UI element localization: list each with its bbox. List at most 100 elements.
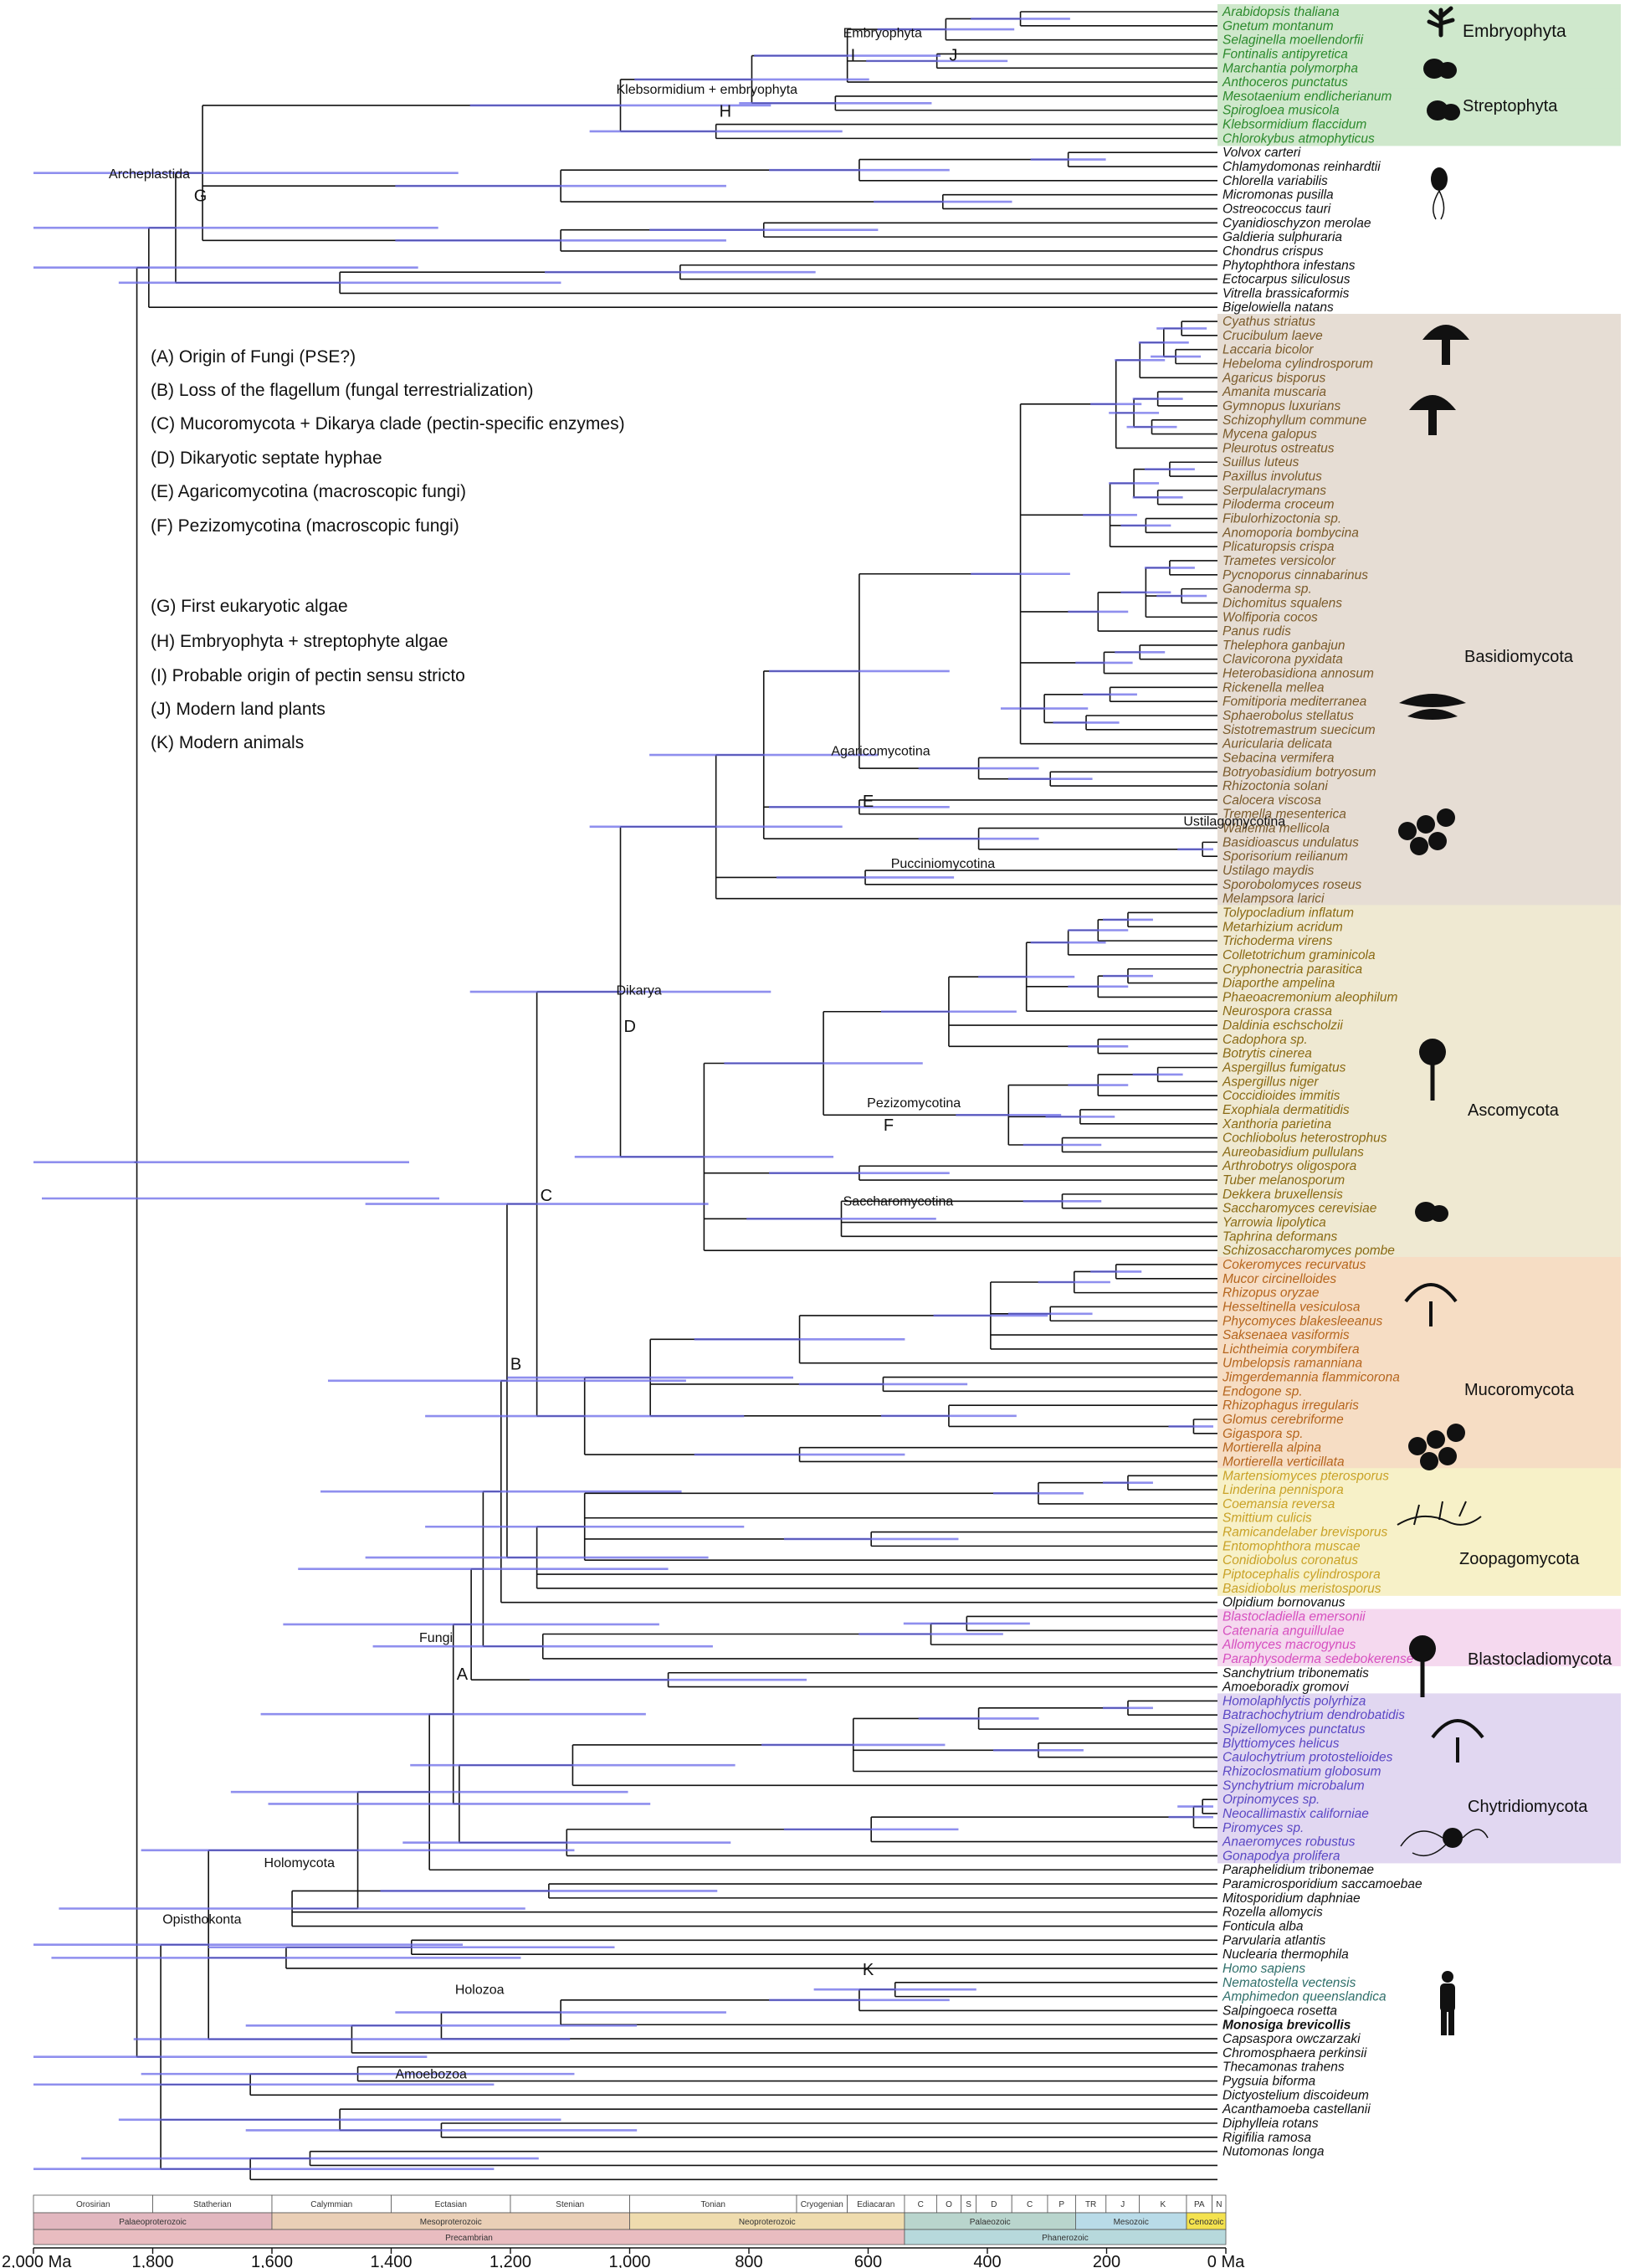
- leaf-label: Pycnoporus cinnabarinus: [1222, 568, 1368, 582]
- period-label: N: [1216, 2200, 1222, 2209]
- era-label: Palaeoproterozoic: [119, 2218, 187, 2227]
- leaf-label: Homolaphlyctis polyrhiza: [1222, 1694, 1366, 1708]
- leaf-label: Sporobolomyces roseus: [1222, 878, 1362, 892]
- clade-label: Dikarya: [617, 983, 662, 998]
- leaf-label: Trichoderma virens: [1222, 934, 1333, 948]
- leaf-label: Olpidium bornovanus: [1222, 1596, 1346, 1610]
- spores-silhouette-icon: [1408, 1424, 1465, 1470]
- group-band: [1217, 88, 1621, 146]
- leaf-label: Paxillus involutus: [1222, 470, 1322, 484]
- confidence-intervals: [33, 18, 1213, 2170]
- group-label-embryophyta: Embryophyta: [1463, 22, 1566, 41]
- node-letter: C: [541, 1187, 552, 1205]
- period-label: S: [966, 2200, 971, 2209]
- leaf-label: Phytophthora infestans: [1222, 259, 1356, 273]
- tree-silhouette-icon: [1419, 1039, 1446, 1101]
- leaf-label: Paramicrosporidium saccamoebae: [1222, 1877, 1422, 1891]
- era-label: Palaeozoic: [970, 2218, 1011, 2227]
- leaf-label: Blyttiomyces helicus: [1222, 1737, 1340, 1751]
- leaf-label: Smittium culicis: [1222, 1511, 1312, 1526]
- node-letter: F: [884, 1116, 894, 1135]
- time-axis-tick-label: 600: [854, 2253, 882, 2268]
- leaf-label: Paraphelidium tribonemae: [1222, 1863, 1374, 1877]
- node-letter: E: [863, 793, 874, 811]
- legend-item-e: (E) Agaricomycotina (macroscopic fungi): [151, 482, 466, 501]
- leaf-label: Arabidopsis thaliana: [1222, 5, 1340, 19]
- leaf-label: Metarhizium acridum: [1222, 920, 1343, 934]
- sprout-silhouette-icon: [1404, 1283, 1458, 1326]
- leaf-label: Parvularia atlantis: [1222, 1933, 1325, 1947]
- clade-label: Ustilagomycotina: [1183, 815, 1285, 829]
- leaf-label: Fontinalis antipyretica: [1222, 47, 1348, 61]
- group-label-ascomycota: Ascomycota: [1468, 1101, 1559, 1120]
- leaf-label: Schizophyllum commune: [1222, 413, 1367, 428]
- leaf-label: Paraphysoderma sedebokerense: [1222, 1652, 1414, 1666]
- legend-item-b: (B) Loss of the flagellum (fungal terres…: [151, 381, 534, 400]
- leaf-label: Hesseltinella vesiculosa: [1222, 1300, 1361, 1314]
- leaf-label: Diaporthe ampelina: [1222, 977, 1335, 991]
- clade-label: Fungi: [419, 1631, 453, 1645]
- leaf-label: Cryphonectria parasitica: [1222, 962, 1363, 977]
- leaf-label: Amanita muscaria: [1222, 385, 1326, 399]
- leaf-label: Monosiga brevicollis: [1222, 2018, 1351, 2032]
- leaf-label: Botryobasidium botryosum: [1222, 765, 1376, 779]
- leaf-label: Sanchytrium tribonematis: [1222, 1666, 1369, 1680]
- time-axis-tick-label: 2,000 Ma: [2, 2253, 72, 2268]
- period-label: Stenian: [556, 2200, 584, 2209]
- era-label: Neoproterozoic: [739, 2218, 796, 2227]
- clade-label: Pezizomycotina: [867, 1096, 961, 1111]
- leaf-label: Vitrella brassicaformis: [1222, 286, 1350, 300]
- leaf-label: Diphylleia rotans: [1222, 2117, 1319, 2131]
- leaf-label: Schizosaccharomyces pombe: [1222, 1244, 1395, 1258]
- leaf-label: Marchantia polymorpha: [1222, 61, 1358, 75]
- time-axis-tick-label: 1,400: [370, 2253, 412, 2268]
- blob-silhouette-icon: [1427, 100, 1460, 121]
- leaf-label: Rigifilia ramosa: [1222, 2131, 1311, 2145]
- leaf-label: Yarrowia lipolytica: [1222, 1216, 1326, 1230]
- leaf-label: Orpinomyces sp.: [1222, 1793, 1320, 1807]
- leaf-label: Pleurotus ostreatus: [1222, 441, 1335, 455]
- group-label-mucoromycota: Mucoromycota: [1464, 1381, 1575, 1399]
- leaf-label: Botrytis cinerea: [1222, 1047, 1312, 1061]
- leaf-label: Synchytrium microbalum: [1222, 1778, 1365, 1793]
- leaf-label: Klebsormidium flaccidum: [1222, 118, 1366, 132]
- leaf-label: Calocera viscosa: [1222, 793, 1321, 808]
- clade-label: Holozoa: [455, 1983, 505, 1998]
- leaf-label: Mortierella verticillata: [1222, 1455, 1345, 1469]
- leaf-label: Cyanidioschyzon merolae: [1222, 216, 1371, 230]
- sprout-silhouette-icon: [1431, 1719, 1484, 1763]
- period-label: O: [946, 2200, 952, 2209]
- leaf-label: Umbelopsis ramanniana: [1222, 1357, 1363, 1371]
- leaf-label: Nematostella vectensis: [1222, 1976, 1356, 1990]
- node-letter: I: [851, 46, 856, 64]
- mushroom-silhouette-icon: [1422, 325, 1469, 365]
- leaf-label: Cokeromyces recurvatus: [1222, 1258, 1366, 1272]
- leaf-label: Neocallimastix californiae: [1222, 1807, 1369, 1821]
- leaf-label: Exophiala dermatitidis: [1222, 1103, 1350, 1117]
- leaf-label: Daldinia eschscholzii: [1222, 1019, 1343, 1033]
- blob-silhouette-icon: [1415, 1202, 1448, 1222]
- group-label-basidiomycota: Basidiomycota: [1464, 648, 1574, 666]
- time-axis-tick-label: 1,800: [131, 2253, 173, 2268]
- clade-label: Pucciniomycotina: [891, 857, 996, 871]
- leaf-label: Tremella mesenterica: [1222, 808, 1346, 822]
- time-axis-tick-label: 400: [973, 2253, 1001, 2268]
- leaf-label: Panus rudis: [1222, 624, 1291, 639]
- leaf-label: Micromonas pusilla: [1222, 188, 1334, 203]
- leaf-label: Dichomitus squalens: [1222, 596, 1342, 610]
- leaf-label: Nutomonas longa: [1222, 2145, 1325, 2159]
- clade-label: Agaricomycotina: [831, 744, 930, 758]
- organism-silhouettes: [1397, 6, 1489, 2035]
- leaf-label: Rhizoctonia solani: [1222, 779, 1328, 793]
- leaf-label: Serpulalacrymans: [1222, 484, 1326, 498]
- spores-silhouette-icon: [1398, 808, 1455, 855]
- leaf-label: Basidioascus undulatus: [1222, 835, 1359, 849]
- period-label: Ectasian: [435, 2200, 467, 2209]
- leaf-label: Auricularia delicata: [1222, 737, 1332, 752]
- group-label-streptophyta: Streptophyta: [1463, 97, 1558, 115]
- period-label: Tonian: [701, 2200, 725, 2209]
- leaf-label: Glomus cerebriforme: [1222, 1413, 1344, 1427]
- leaf-label: Taphrina deformans: [1222, 1229, 1338, 1244]
- legend-item-f: (F) Pezizomycotina (macroscopic fungi): [151, 516, 459, 536]
- period-label: J: [1120, 2200, 1125, 2209]
